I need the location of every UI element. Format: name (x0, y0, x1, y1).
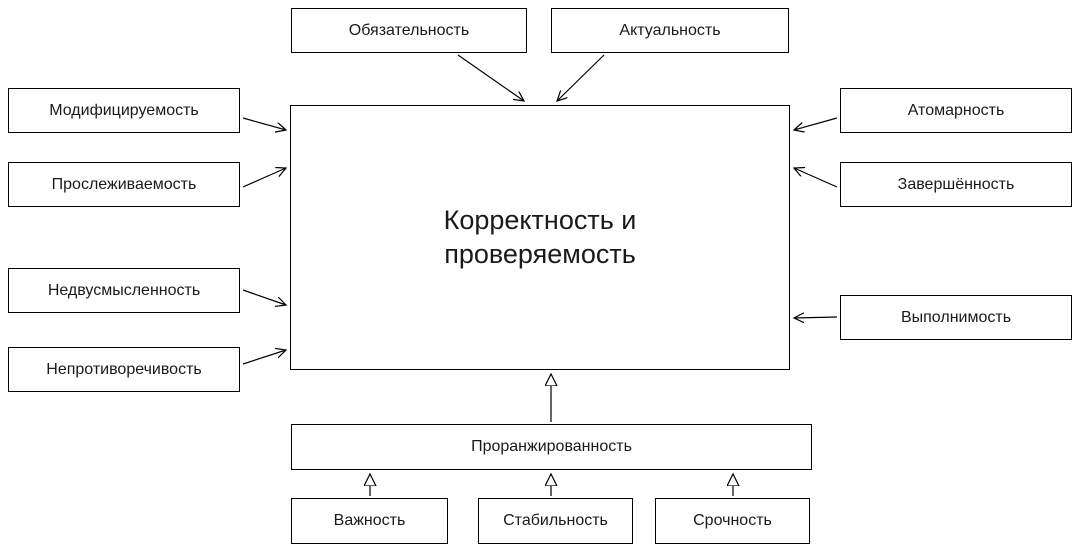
node-correctness-verifiability: Корректность и проверяемость (290, 105, 790, 370)
arrow-consistency-to-center (242, 350, 286, 365)
arrow-unambiguity-to-center (242, 289, 286, 305)
node-correctness-verifiability-label: Корректность и проверяемость (443, 204, 637, 269)
node-traceability: Прослеживаемость (8, 162, 240, 207)
node-ranking: Проранжированность (291, 424, 812, 470)
node-importance: Важность (291, 498, 448, 544)
node-consistency: Непротиворечивость (8, 347, 240, 392)
arrow-traceability-to-center (242, 168, 286, 188)
node-obligation-label: Обязательность (348, 21, 470, 39)
node-consistency-label: Непротиворечивость (46, 360, 202, 378)
node-unambiguity: Недвусмысленность (8, 268, 240, 313)
arrow-atomicity-to-center (794, 117, 838, 130)
arrow-modifiability-to-center (242, 117, 286, 130)
node-atomicity-label: Атомарность (907, 101, 1005, 119)
node-modifiability: Модифицируемость (8, 88, 240, 133)
node-completeness: Завершённость (840, 162, 1072, 207)
arrow-relevance-to-center (557, 54, 605, 101)
arrow-obligation-to-center (457, 54, 524, 101)
node-stability-label: Стабильность (503, 512, 608, 529)
node-unambiguity-label: Недвусмысленность (47, 281, 201, 299)
node-atomicity: Атомарность (840, 88, 1072, 133)
node-feasibility-label: Выполнимость (900, 308, 1012, 326)
node-modifiability-label: Модифицируемость (49, 101, 199, 119)
node-stability: Стабильность (478, 498, 633, 544)
node-urgency-label: Срочность (693, 512, 772, 529)
arrow-feasibility-to-center (794, 317, 838, 318)
node-feasibility: Выполнимость (840, 295, 1072, 340)
node-traceability-label: Прослеживаемость (51, 175, 197, 193)
arrow-completeness-to-center (794, 168, 838, 188)
node-urgency: Срочность (655, 498, 810, 544)
node-completeness-label: Завершённость (897, 175, 1015, 193)
node-obligation: Обязательность (291, 8, 527, 53)
node-relevance: Актуальность (551, 8, 789, 53)
node-importance-label: Важность (333, 512, 406, 529)
node-relevance-label: Актуальность (619, 21, 721, 39)
node-ranking-label: Проранжированность (471, 438, 632, 455)
